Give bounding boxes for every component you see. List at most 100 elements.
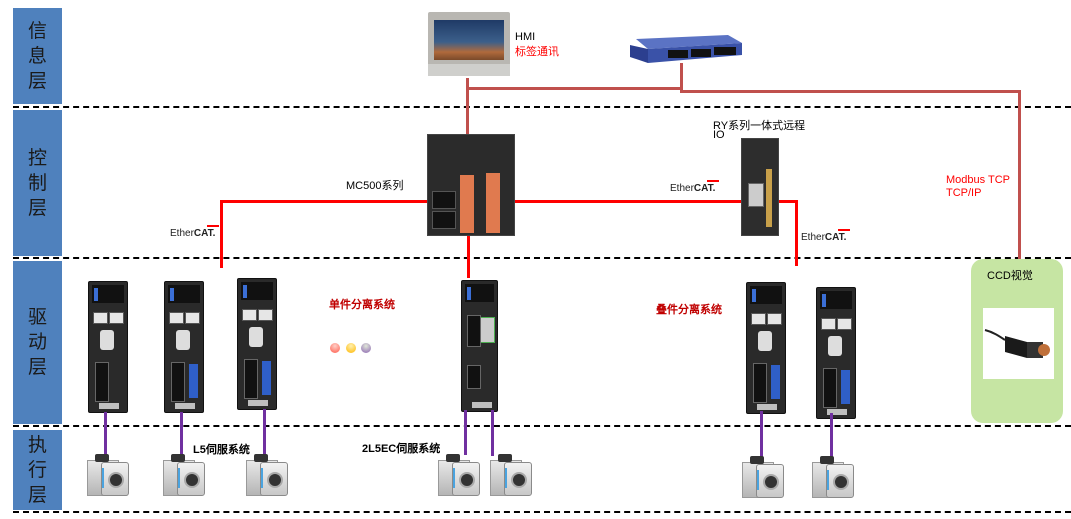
layer-char: 信 xyxy=(27,19,47,42)
servo-motor xyxy=(81,452,129,498)
network-switch-icon xyxy=(630,35,742,63)
layer-label-drive: 驱 动 层 xyxy=(13,261,62,424)
plc-terminal xyxy=(460,175,474,233)
ethercat-logo: EtherCAT. xyxy=(170,225,220,239)
plc-label: MC500系列 xyxy=(346,180,404,192)
remote-io-label: RY系列一体式远程 xyxy=(713,120,806,132)
ethercat-text: Ether xyxy=(801,232,825,243)
ethercat-text-bold: CAT. xyxy=(693,183,716,194)
motor-cable xyxy=(104,412,107,456)
motor-cable xyxy=(760,411,763,459)
motor-flange xyxy=(177,462,205,496)
drive-db-connector xyxy=(176,330,190,350)
hmi-note: 标签通讯 xyxy=(515,46,559,58)
layer-divider xyxy=(13,106,1071,108)
remote-io-port xyxy=(748,183,764,207)
motor-stripe xyxy=(261,468,263,488)
ethercat-logo: EtherCAT. xyxy=(801,229,851,243)
drive-foot xyxy=(757,404,777,410)
motor-shaft xyxy=(459,472,475,488)
ethercat-line xyxy=(220,200,223,268)
layer-divider xyxy=(13,511,1071,513)
drive-label xyxy=(170,288,174,301)
drive-foot xyxy=(99,403,119,409)
servo-drive xyxy=(816,287,856,419)
motor-connector xyxy=(820,456,834,464)
hmi-bezel xyxy=(428,64,510,76)
ethercat-line xyxy=(467,234,470,278)
ethernet-line xyxy=(466,78,469,134)
drive-db-connector xyxy=(828,336,842,356)
layer-divider xyxy=(13,257,1071,259)
ethercat-text: Ether xyxy=(670,183,694,194)
drive-connector xyxy=(753,363,767,403)
drive-connector xyxy=(171,362,185,402)
drive-connector xyxy=(467,365,481,389)
drive-display xyxy=(92,285,124,303)
servo-motor xyxy=(736,454,784,500)
dot-yellow xyxy=(346,343,356,353)
ethercat-text-bold: CAT. xyxy=(824,232,847,243)
motor-shaft xyxy=(108,472,124,488)
motor-cable xyxy=(491,410,494,456)
drive-label xyxy=(822,294,826,307)
drive-port xyxy=(169,312,184,324)
drive-db-connector xyxy=(758,331,772,351)
motor-connector xyxy=(498,454,512,462)
layer-char: 制 xyxy=(27,171,47,194)
ethercat-line xyxy=(777,200,797,203)
drive-display xyxy=(465,284,494,302)
motor-connector xyxy=(254,454,268,462)
motor-cable xyxy=(830,413,833,459)
layer-char: 动 xyxy=(27,331,47,353)
plc-terminal xyxy=(486,173,500,233)
layer-char: 息 xyxy=(27,44,47,67)
remote-io-terminal xyxy=(766,169,772,227)
motor-stripe xyxy=(757,470,759,490)
ethercat-arrow-icon xyxy=(838,229,851,231)
motor-cable xyxy=(263,409,266,455)
drive-label xyxy=(94,288,98,301)
ethercat-text: Ether xyxy=(170,228,194,239)
plc-device xyxy=(427,134,515,236)
drive-port xyxy=(751,313,766,325)
layer-char: 层 xyxy=(27,69,47,92)
ethercat-arrow-icon xyxy=(207,225,220,227)
layer-char: 层 xyxy=(27,483,47,506)
drive-io-connector xyxy=(189,364,198,398)
drive-io-connector xyxy=(262,361,271,395)
ethercat-line xyxy=(795,200,798,266)
ccd-label: CCD视觉 xyxy=(987,270,1033,282)
drive-display xyxy=(750,286,782,304)
switch-ports xyxy=(668,50,688,58)
motor-shaft xyxy=(184,472,200,488)
remote-io-label-2: IO xyxy=(713,129,725,141)
motor-shaft xyxy=(763,474,779,490)
servo-motor xyxy=(806,454,854,500)
servo-drive-2axis xyxy=(461,280,498,412)
ethernet-line xyxy=(1018,90,1021,260)
dot-purple xyxy=(361,343,371,353)
plc-ethernet-port xyxy=(432,191,456,209)
drive-display xyxy=(168,285,200,303)
drive-ethernet-ports xyxy=(480,317,495,343)
modbus-label: Modbus TCP xyxy=(946,174,1010,186)
switch-side xyxy=(630,45,648,63)
servo-motor xyxy=(432,452,480,498)
drive-port xyxy=(93,312,108,324)
ethercat-line xyxy=(220,200,428,203)
motor-flange xyxy=(826,464,854,498)
motor-shaft xyxy=(511,472,527,488)
switch-ports xyxy=(691,49,711,57)
ethernet-line xyxy=(680,90,1020,93)
l5ec-servo-label: 2L5EC伺服系统 xyxy=(362,443,441,455)
layer-label-control: 控 制 层 xyxy=(13,110,62,256)
motor-connector xyxy=(171,454,185,462)
drive-foot xyxy=(827,409,847,415)
switch-ports xyxy=(714,47,736,55)
drive-display xyxy=(820,291,852,309)
ethercat-arrow-icon xyxy=(707,180,720,182)
drive-io-connector xyxy=(841,370,850,404)
drive-db-connector xyxy=(249,327,263,347)
layer-label-execution: 执 行 层 xyxy=(13,430,62,510)
